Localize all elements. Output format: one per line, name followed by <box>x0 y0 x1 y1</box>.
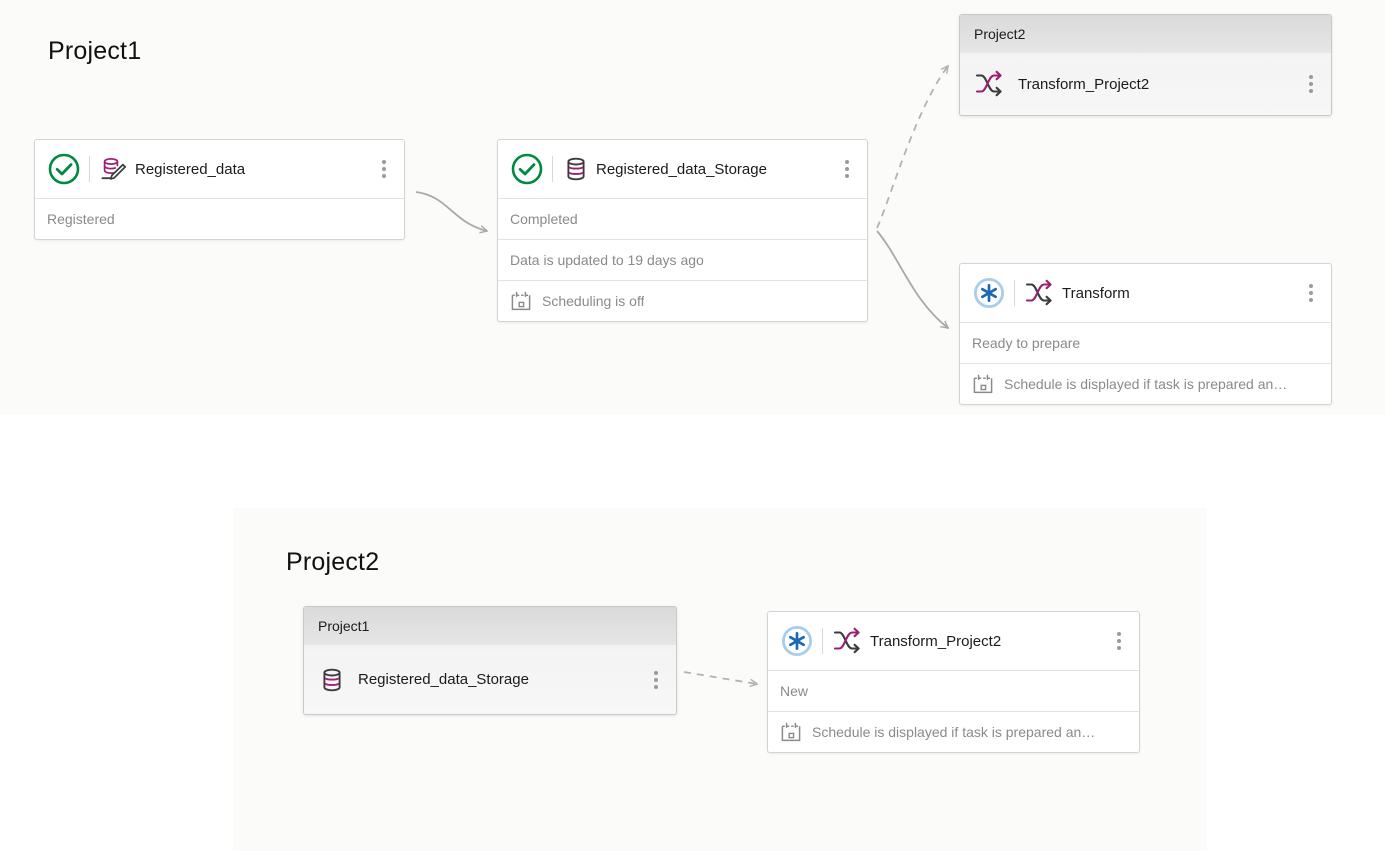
node-card-registered-data-storage[interactable]: Registered_data_Storage Completed Data i… <box>497 139 868 322</box>
shuffle-icon <box>1024 278 1056 308</box>
shuffle-icon <box>974 69 1006 99</box>
node-menu-button[interactable] <box>374 155 394 183</box>
node-status-row: Completed <box>498 198 867 239</box>
group-item-menu-button[interactable] <box>1301 70 1321 98</box>
group-header: Project1 <box>304 607 676 645</box>
group-item-menu-button[interactable] <box>646 666 666 694</box>
node-status-row: Ready to prepare <box>960 322 1331 363</box>
node-title: Transform_Project2 <box>870 632 1002 650</box>
node-schedule-text: Scheduling is off <box>542 293 645 309</box>
icon-divider <box>89 156 90 182</box>
node-menu-button[interactable] <box>1109 627 1129 655</box>
asterisk-circle-icon <box>780 624 814 658</box>
node-status-row: New <box>768 670 1139 711</box>
icon-divider <box>1014 280 1015 306</box>
database-icon <box>318 666 346 694</box>
group-item-transform-project2[interactable]: Transform_Project2 <box>960 53 1331 115</box>
icon-divider <box>552 156 553 182</box>
check-circle-icon <box>510 152 544 186</box>
page-title-project1: Project1 <box>48 37 142 65</box>
node-menu-button[interactable] <box>1301 279 1321 307</box>
node-status-text: New <box>780 683 809 699</box>
node-title: Registered_data <box>135 160 246 178</box>
page-title-project2: Project2 <box>286 548 380 576</box>
check-circle-icon <box>47 152 81 186</box>
database-icon <box>562 155 590 183</box>
asterisk-circle-icon <box>972 276 1006 310</box>
group-header-label: Project2 <box>974 26 1026 42</box>
group-item-title: Transform_Project2 <box>1018 75 1150 93</box>
node-header: Transform <box>960 264 1331 322</box>
node-schedule-row: Schedule is displayed if task is prepare… <box>768 711 1139 752</box>
node-menu-button[interactable] <box>837 155 857 183</box>
calendar-icon <box>972 373 994 395</box>
node-schedule-row: Scheduling is off <box>498 280 867 321</box>
group-item-registered-data-storage[interactable]: Registered_data_Storage <box>304 645 676 714</box>
node-card-transform-project2[interactable]: Transform_Project2 New Schedule is displ… <box>767 611 1140 753</box>
node-schedule-text: Schedule is displayed if task is prepare… <box>812 724 1096 740</box>
group-card-project1[interactable]: Project1 Registered_data_Storage <box>303 606 677 715</box>
group-item-title: Registered_data_Storage <box>358 671 529 688</box>
node-status-text: Ready to prepare <box>972 335 1081 351</box>
node-update-text: Data is updated to 19 days ago <box>510 252 704 268</box>
calendar-icon <box>510 290 532 312</box>
node-title: Transform <box>1062 284 1130 302</box>
group-header: Project2 <box>960 15 1331 53</box>
icon-divider <box>822 628 823 654</box>
group-header-label: Project1 <box>318 618 370 634</box>
node-status-text: Completed <box>510 211 578 227</box>
node-header: Registered_data_Storage <box>498 140 867 198</box>
node-schedule-row: Schedule is displayed if task is prepare… <box>960 363 1331 404</box>
node-status-row: Registered <box>35 198 404 239</box>
group-card-project2[interactable]: Project2 Transform_Project2 <box>959 14 1332 116</box>
shuffle-icon <box>832 626 864 656</box>
node-header: Registered_data <box>35 140 404 198</box>
node-title: Registered_data_Storage <box>596 160 767 178</box>
calendar-icon <box>780 721 802 743</box>
node-update-row: Data is updated to 19 days ago <box>498 239 867 280</box>
database-edit-icon <box>99 154 129 184</box>
node-card-registered-data[interactable]: Registered_data Registered <box>34 139 405 240</box>
node-header: Transform_Project2 <box>768 612 1139 670</box>
node-card-transform[interactable]: Transform Ready to prepare Schedule is d… <box>959 263 1332 405</box>
node-schedule-text: Schedule is displayed if task is prepare… <box>1004 376 1288 392</box>
node-status-text: Registered <box>47 211 115 227</box>
